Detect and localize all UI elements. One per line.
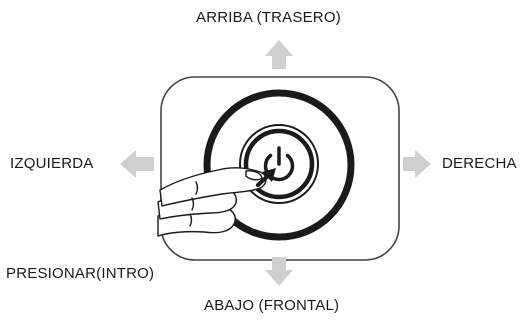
arrow-down-icon	[265, 257, 293, 286]
label-down: ABAJO (FRONTAL)	[204, 297, 340, 314]
label-right: DERECHA	[442, 155, 517, 172]
label-left: IZQUIERDA	[10, 155, 94, 172]
label-press: PRESIONAR(INTRO)	[6, 265, 155, 282]
arrow-up-icon	[265, 40, 293, 69]
label-up: ARRIBA (TRASERO)	[196, 9, 341, 26]
press-indicator-arrow	[256, 168, 276, 187]
arrow-left-icon	[120, 150, 154, 178]
pressing-hand-icon	[157, 167, 267, 237]
power-icon	[263, 146, 295, 182]
arrow-right-icon	[403, 150, 431, 178]
